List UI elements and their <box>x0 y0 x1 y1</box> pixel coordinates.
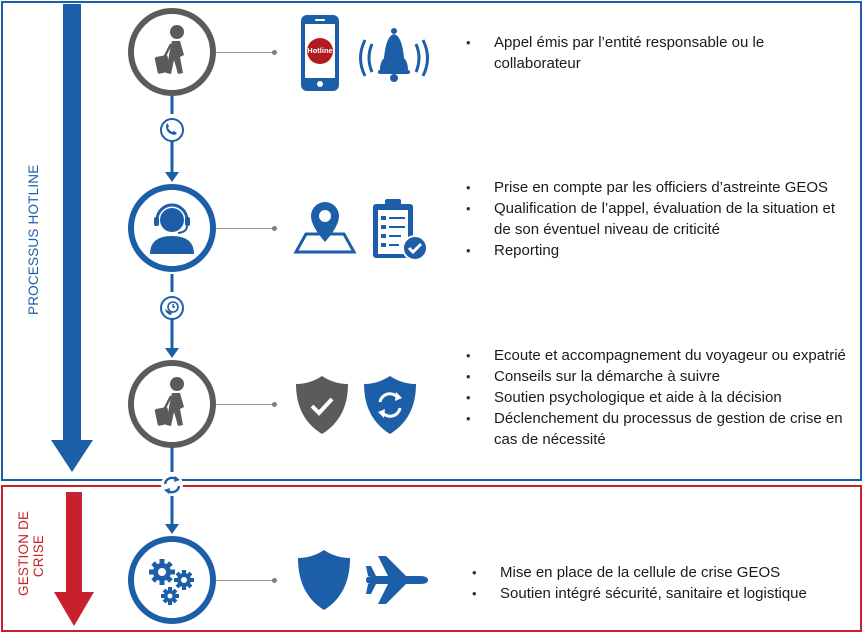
list-item: Soutien intégré sécurité, sanitaire et l… <box>472 583 857 604</box>
airplane-icon <box>366 556 428 604</box>
phone-clock-icon <box>160 296 184 320</box>
connector-1 <box>216 52 274 53</box>
list-item: Appel émis par l’entité responsable ou l… <box>466 32 846 74</box>
traveler-icon <box>154 25 184 74</box>
connector-dot-3 <box>272 402 277 407</box>
list-item: Mise en place de la cellule de crise GEO… <box>472 562 857 583</box>
step-1-traveler-circle <box>128 8 216 96</box>
step-3-bullets: Ecoute et accompagnement du voyageur ou … <box>466 345 846 450</box>
step-4-bullets: Mise en place de la cellule de crise GEO… <box>472 562 857 604</box>
list-item: Déclenchement du processus de gestion de… <box>466 408 846 450</box>
hotline-screen-text: Hotline <box>307 46 333 55</box>
traveler-icon <box>154 377 184 426</box>
list-item: Qualification de l’appel, évaluation de … <box>466 198 851 240</box>
shield-check-icon <box>296 376 348 434</box>
connector-4 <box>216 580 274 581</box>
step-3-traveler-circle <box>128 360 216 448</box>
crisis-management-frame <box>1 485 862 632</box>
bell-icon <box>359 28 429 82</box>
phone-chat-icon <box>160 118 184 142</box>
clipboard-checklist-icon <box>373 199 428 261</box>
shield-refresh-icon <box>364 376 416 434</box>
step-2-operator-circle <box>128 184 216 272</box>
list-item: Conseils sur la démarche à suivre <box>466 366 846 387</box>
shield-icon <box>298 550 350 610</box>
step-1-bullets: Appel émis par l’entité responsable ou l… <box>466 32 846 74</box>
cycle-arrows-icon <box>161 474 183 496</box>
operator-headset-icon <box>150 203 194 254</box>
list-item: Prise en compte par les officiers d’astr… <box>466 177 851 198</box>
hotline-arrow <box>51 4 93 472</box>
process-hotline-label: PROCESSUS HOTLINE <box>26 164 41 315</box>
hotline-process-frame <box>1 1 862 481</box>
crisis-arrow <box>54 492 94 626</box>
gears-icon <box>149 559 194 605</box>
map-pin-icon <box>293 202 357 254</box>
step-2-bullets: Prise en compte par les officiers d’astr… <box>466 177 851 261</box>
connector-dot-4 <box>272 578 277 583</box>
list-item: Soutien psychologique et aide à la décis… <box>466 387 846 408</box>
list-item: Ecoute et accompagnement du voyageur ou … <box>466 345 846 366</box>
connector-2 <box>216 228 274 229</box>
crisis-label-line-2: CRISE <box>31 534 46 578</box>
flow-connectors <box>165 96 179 534</box>
connector-dot-1 <box>272 50 277 55</box>
connector-dot-2 <box>272 226 277 231</box>
list-item: Reporting <box>466 240 851 261</box>
smartphone-hotline-icon: Hotline <box>300 14 340 92</box>
step-4-gears-circle <box>128 536 216 624</box>
crisis-management-label: GESTION DE CRISE <box>16 511 48 596</box>
connector-3 <box>216 404 274 405</box>
crisis-label-line-1: GESTION DE <box>16 510 31 596</box>
